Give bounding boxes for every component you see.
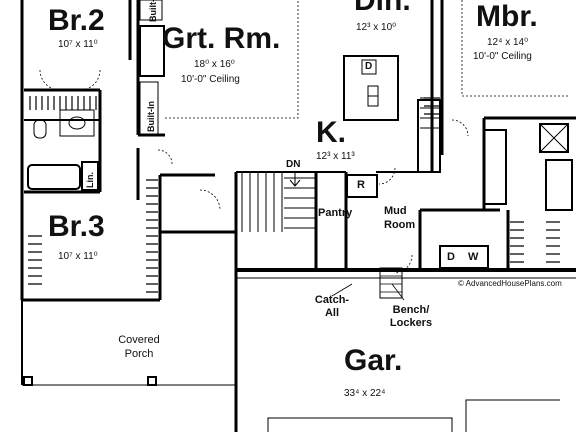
label-pantry: Pantry <box>318 207 353 219</box>
door-swings <box>39 69 469 274</box>
room-dims-br2: 10⁷ x 11⁰ <box>58 39 98 50</box>
master-tub <box>545 159 573 211</box>
room-name-great-room: Grt. Rm. <box>162 22 281 55</box>
room-name-br2: Br.2 <box>48 4 105 37</box>
master-shower-x <box>539 123 569 153</box>
room-name-br3: Br.3 <box>48 210 105 243</box>
refrigerator <box>346 174 378 198</box>
kitchen-sink-right <box>367 95 379 107</box>
room-name-kitchen: K. <box>316 116 346 149</box>
label-covered-porch: Covered Porch <box>118 334 160 360</box>
label-mud-room: Mud Room <box>384 205 416 231</box>
garage-door-right <box>465 399 560 432</box>
label-washer: W <box>468 251 479 263</box>
master-vanity <box>483 129 507 205</box>
kitchen-sink-left <box>367 85 379 97</box>
stair-treads <box>241 172 316 232</box>
kitchen-island <box>343 55 399 121</box>
label-dryer: D <box>447 251 455 263</box>
fireplace <box>139 25 165 77</box>
label-catch-all: Catch-All <box>314 294 350 319</box>
hall-sink <box>68 116 86 130</box>
master-shower <box>539 123 569 153</box>
label-dishwasher: D <box>365 61 373 72</box>
kitchen-range <box>420 97 440 129</box>
linen-closet <box>81 161 99 191</box>
room-name-garage: Gar. <box>344 344 403 377</box>
catch-all-leader <box>331 283 353 297</box>
label-down: DN <box>286 159 301 170</box>
kitchen-counter-right <box>417 99 441 173</box>
label-built-in-top: Built-In <box>148 0 158 22</box>
label-linen: Lin. <box>85 172 95 188</box>
built-in-top <box>139 0 163 21</box>
dishwasher-box <box>361 59 377 75</box>
hall-tub <box>27 164 81 190</box>
room-ceiling-great-room: 10'-0" Ceiling <box>181 74 240 85</box>
label-bench-lockers: Bench/ Lockers <box>389 304 433 329</box>
hall-vanity <box>59 109 95 137</box>
room-dims-kitchen: 12³ x 11³ <box>316 151 355 162</box>
porch-post-left <box>23 376 33 386</box>
credit-text: © AdvancedHousePlans.com <box>458 279 562 288</box>
room-dims-br3: 10⁷ x 11⁰ <box>58 251 98 262</box>
built-in-left <box>139 81 159 135</box>
room-ceiling-master: 10'-0" Ceiling <box>473 51 532 62</box>
room-name-dining: Din. <box>354 0 411 17</box>
dining-ceiling-dash <box>461 0 570 97</box>
porch-post-right <box>147 376 157 386</box>
closet-hatching <box>28 96 560 293</box>
room-dims-garage: 33⁴ x 22⁴ <box>344 388 386 399</box>
room-dims-great-room: 18⁰ x 16⁰ <box>194 59 235 70</box>
hall-toilet <box>33 119 47 139</box>
stair-arrow <box>289 172 301 187</box>
great-room-ceiling-dash <box>165 0 299 119</box>
room-dims-dining: 12³ x 10⁰ <box>356 22 397 33</box>
label-refrigerator: R <box>357 179 365 191</box>
catch-all-bench <box>379 267 403 299</box>
bench-leader <box>391 283 405 301</box>
garage-door-left <box>267 417 453 432</box>
room-name-master: Mbr. <box>476 0 538 33</box>
room-dims-master: 12⁴ x 14⁰ <box>487 37 529 48</box>
label-built-in-left: Built-In <box>146 101 156 132</box>
